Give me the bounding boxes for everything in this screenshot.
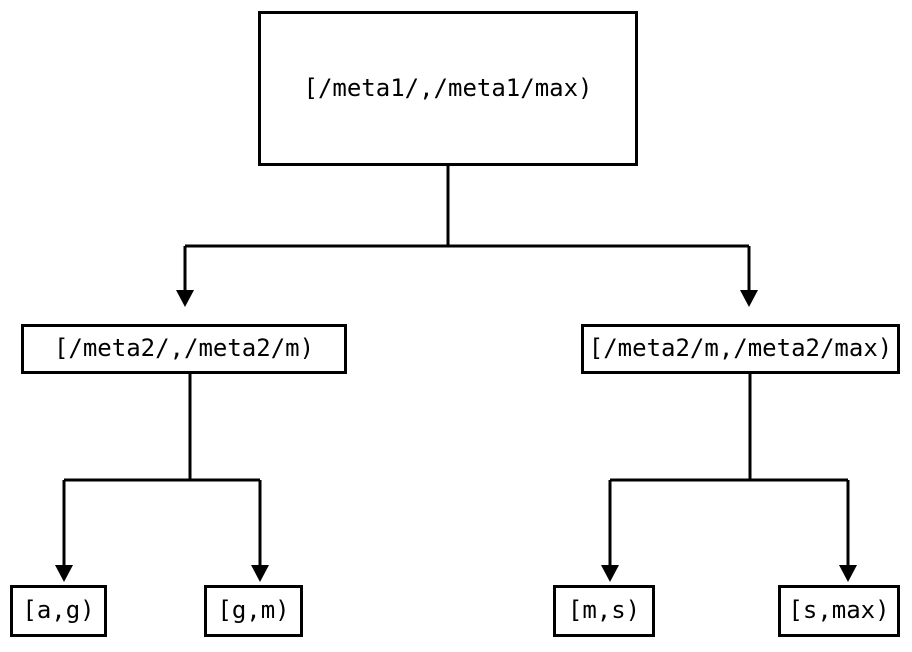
- node-mid-left-label: [/meta2/,/meta2/m): [53, 334, 315, 362]
- node-mid-right[interactable]: [/meta2/m,/meta2/max): [581, 324, 900, 374]
- arrowhead-down-leaf-gm: [251, 565, 269, 582]
- node-leaf-smax[interactable]: [s,max): [778, 585, 900, 637]
- arrowhead-down-mid-right: [740, 290, 758, 307]
- node-leaf-gm[interactable]: [g,m): [204, 585, 303, 637]
- arrowhead-down-leaf-ms: [601, 565, 619, 582]
- node-leaf-ag[interactable]: [a,g): [10, 585, 107, 637]
- arrowhead-down-leaf-smax: [839, 565, 857, 582]
- node-root[interactable]: [/meta1/,/meta1/max): [258, 11, 638, 166]
- arrowhead-down-mid-left: [176, 290, 194, 307]
- node-leaf-ms[interactable]: [m,s): [553, 585, 655, 637]
- node-mid-left[interactable]: [/meta2/,/meta2/m): [21, 324, 347, 374]
- node-leaf-ag-label: [a,g): [22, 596, 95, 624]
- node-leaf-ms-label: [m,s): [567, 596, 641, 624]
- node-leaf-gm-label: [g,m): [217, 596, 290, 624]
- node-root-label: [/meta1/,/meta1/max): [303, 73, 593, 102]
- arrowhead-down-leaf-ag: [55, 565, 73, 582]
- node-leaf-smax-label: [s,max): [788, 596, 890, 624]
- node-mid-right-label: [/meta2/m,/meta2/max): [588, 334, 893, 362]
